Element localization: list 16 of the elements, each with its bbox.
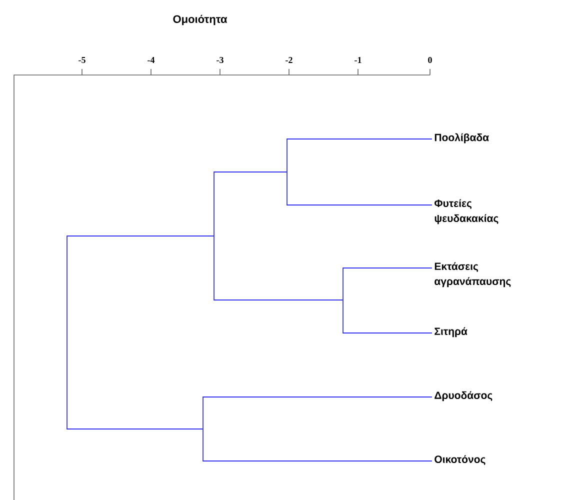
leaf-label: Εκτάσεις αγρανάπαυσης — [434, 262, 511, 288]
tick-label: -3 — [216, 56, 224, 64]
leaf-label: Φυτείες ψευδακακίας — [434, 199, 498, 224]
dendrogram-branch — [342, 268, 432, 334]
leaf-label: Δρυοδάσος — [434, 391, 492, 402]
leaf-label: Οικοτόνος — [434, 455, 486, 465]
dendrogram-branch — [202, 396, 432, 462]
dendrogram-branch — [286, 138, 432, 206]
tick-label: -1 — [354, 57, 362, 63]
tick-label: -5 — [78, 57, 86, 63]
tick-label: 0 — [428, 56, 432, 64]
tick-label: -2 — [286, 57, 292, 63]
leaf-label: Σιτηρά — [434, 327, 468, 338]
tick-label: -4 — [148, 57, 155, 63]
leaf-label: Ποολίβαδα — [434, 133, 489, 144]
axis-title: Ομοιότητα — [173, 14, 228, 26]
